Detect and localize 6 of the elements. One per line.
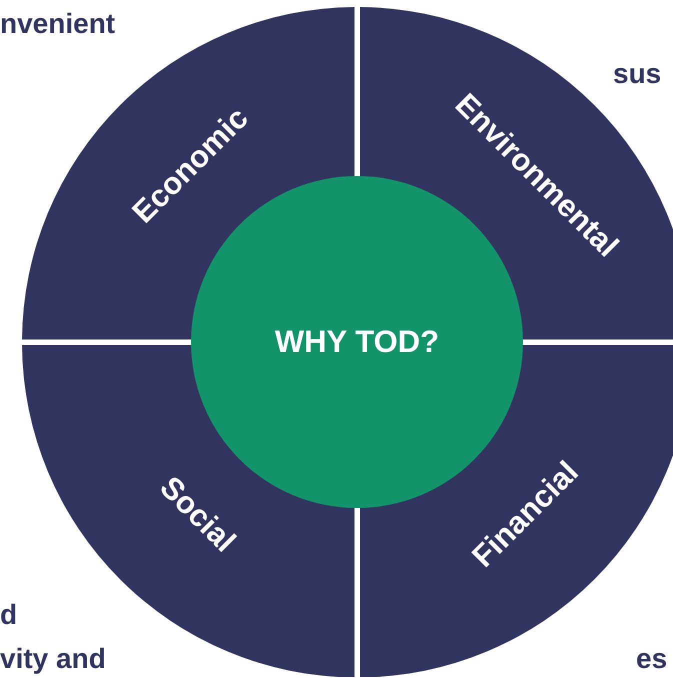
- side-text: es: [636, 645, 668, 673]
- side-text: sus: [613, 60, 662, 88]
- side-text: nvenient: [0, 10, 116, 38]
- center-title: WHY TOD?: [274, 324, 440, 360]
- side-text: vity and: [0, 645, 106, 673]
- side-text: d: [0, 601, 18, 629]
